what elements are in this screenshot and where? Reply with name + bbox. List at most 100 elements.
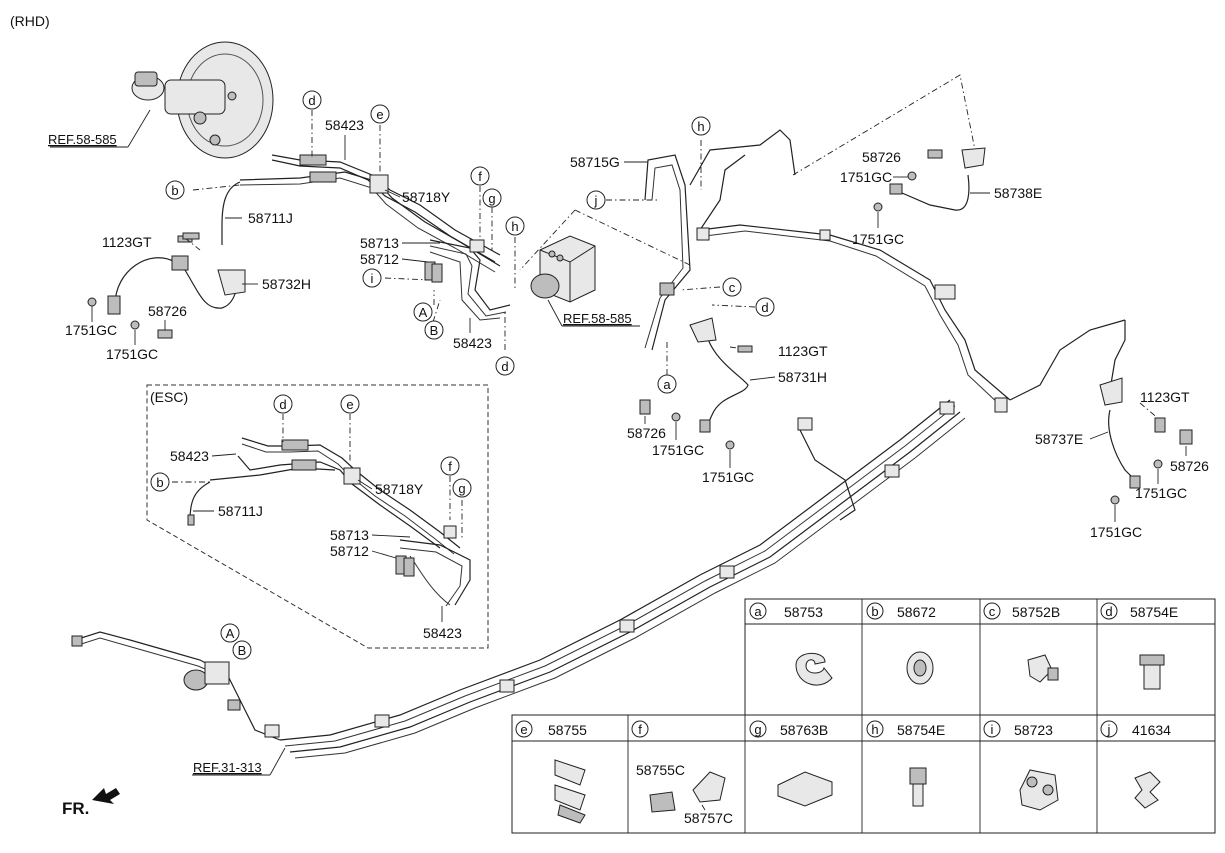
fitting-58754E-h-icon bbox=[909, 767, 927, 785]
svg-text:c: c bbox=[729, 280, 736, 295]
clip-58753-icon bbox=[795, 652, 833, 686]
callout-h-top: h bbox=[505, 216, 525, 236]
label-58757C: 58757C bbox=[684, 810, 733, 826]
label-1123GT-mid: 1123GT bbox=[778, 343, 828, 359]
legend-cell-e: e 58755 bbox=[515, 720, 587, 824]
svg-text:h: h bbox=[511, 219, 518, 234]
svg-text:d: d bbox=[761, 300, 768, 315]
callout-i: i bbox=[362, 268, 382, 288]
legend-cell-g: g 58763B bbox=[749, 720, 833, 807]
svg-text:58754E: 58754E bbox=[897, 722, 945, 738]
svg-text:i: i bbox=[371, 271, 374, 286]
abs-module bbox=[530, 235, 596, 303]
svg-text:c: c bbox=[989, 604, 996, 619]
label-1751GC-left2: 1751GC bbox=[106, 346, 158, 362]
legend-cell-a: a 58753 bbox=[749, 602, 833, 686]
label-58713: 58713 bbox=[360, 235, 399, 251]
ref-58-585-top: REF.58-585 bbox=[48, 132, 117, 147]
svg-text:e: e bbox=[376, 107, 383, 122]
label-1751GC-r1: 1751GC bbox=[840, 169, 892, 185]
esc-label-58712: 58712 bbox=[330, 543, 369, 559]
label-1751GC-r2: 1751GC bbox=[852, 231, 904, 247]
parts-legend-table bbox=[511, 598, 1216, 834]
svg-text:58723: 58723 bbox=[1014, 722, 1053, 738]
fitting-58754E-icon bbox=[1139, 654, 1165, 666]
label-58423-top: 58423 bbox=[325, 117, 364, 133]
legend-cell-c: c 58752B bbox=[983, 602, 1060, 683]
svg-text:a: a bbox=[663, 377, 671, 392]
hose-58731H bbox=[659, 282, 749, 433]
svg-text:58754E: 58754E bbox=[1130, 604, 1178, 620]
legend-cell-j: j 41634 bbox=[1100, 720, 1171, 809]
label-58711J: 58711J bbox=[248, 210, 293, 226]
callout-A-bottom: A bbox=[220, 623, 240, 643]
svg-text:d: d bbox=[279, 397, 286, 412]
variant-label: (RHD) bbox=[10, 13, 50, 29]
esc-label-58423-a: 58423 bbox=[170, 448, 209, 464]
svg-text:j: j bbox=[1107, 722, 1111, 737]
svg-text:e: e bbox=[346, 397, 353, 412]
label-58718Y: 58718Y bbox=[402, 189, 451, 205]
label-58755C: 58755C bbox=[636, 762, 685, 778]
esc-brake-tubes bbox=[187, 437, 471, 607]
callout-e-esc: e bbox=[340, 394, 360, 414]
svg-text:b: b bbox=[171, 183, 178, 198]
callout-j: j bbox=[586, 190, 606, 210]
callout-B-top: B bbox=[424, 320, 444, 340]
callout-b-top: b bbox=[165, 180, 185, 200]
callout-g-esc: g bbox=[452, 478, 472, 498]
svg-text:58752B: 58752B bbox=[1012, 604, 1060, 620]
clip-58763B-icon bbox=[777, 771, 833, 807]
esc-label-58713: 58713 bbox=[330, 527, 369, 543]
label-58726-mid: 58726 bbox=[627, 425, 666, 441]
svg-text:58672: 58672 bbox=[897, 604, 936, 620]
svg-text:h: h bbox=[871, 722, 878, 737]
ref-31-313: REF.31-313 bbox=[193, 760, 262, 775]
label-58726-right: 58726 bbox=[862, 149, 901, 165]
label-58737E: 58737E bbox=[1035, 431, 1083, 447]
label-58738E: 58738E bbox=[994, 185, 1042, 201]
callout-f-esc: f bbox=[440, 456, 460, 476]
esc-label: (ESC) bbox=[150, 389, 188, 405]
callout-d-esc: d bbox=[273, 394, 293, 414]
esc-label-58718Y: 58718Y bbox=[375, 481, 424, 497]
svg-text:b: b bbox=[871, 604, 878, 619]
hose-58738E bbox=[889, 147, 986, 211]
label-58726-far: 58726 bbox=[1170, 458, 1209, 474]
svg-text:i: i bbox=[991, 722, 994, 737]
svg-text:d: d bbox=[308, 93, 315, 108]
svg-text:b: b bbox=[156, 475, 163, 490]
clip-41634-icon bbox=[1134, 771, 1161, 809]
callout-e-top: e bbox=[370, 104, 390, 124]
fasteners bbox=[87, 149, 1193, 505]
ref-58-585-abs: REF.58-585 bbox=[563, 311, 632, 326]
front-label: FR. bbox=[62, 799, 89, 818]
svg-text:g: g bbox=[754, 722, 761, 737]
callout-B-bottom: B bbox=[232, 640, 252, 660]
svg-text:d: d bbox=[501, 359, 508, 374]
legend-cell-f: f 58755C 58757C bbox=[631, 720, 733, 826]
svg-text:A: A bbox=[226, 626, 235, 641]
legend-cell-i: i 58723 bbox=[983, 720, 1059, 811]
callout-d-right: d bbox=[755, 297, 775, 317]
svg-text:f: f bbox=[478, 169, 482, 184]
label-58731H: 58731H bbox=[778, 369, 827, 385]
svg-text:B: B bbox=[430, 323, 439, 338]
clip-58755-icon bbox=[554, 759, 586, 786]
esc-dash-lines bbox=[172, 414, 463, 540]
callout-d-mid: d bbox=[495, 356, 515, 376]
label-1751GC-m1: 1751GC bbox=[652, 442, 704, 458]
svg-text:58753: 58753 bbox=[784, 604, 823, 620]
esc-inset-frame bbox=[146, 384, 489, 649]
callout-b-esc: b bbox=[150, 472, 170, 492]
label-58732H: 58732H bbox=[262, 276, 311, 292]
label-58712: 58712 bbox=[360, 251, 399, 267]
svg-text:g: g bbox=[488, 191, 495, 206]
label-58715G: 58715G bbox=[570, 154, 620, 170]
svg-text:h: h bbox=[697, 119, 704, 134]
label-58423-mid: 58423 bbox=[453, 335, 492, 351]
legend-cell-d: d 58754E bbox=[1100, 602, 1178, 690]
callout-d-top: d bbox=[302, 90, 322, 110]
